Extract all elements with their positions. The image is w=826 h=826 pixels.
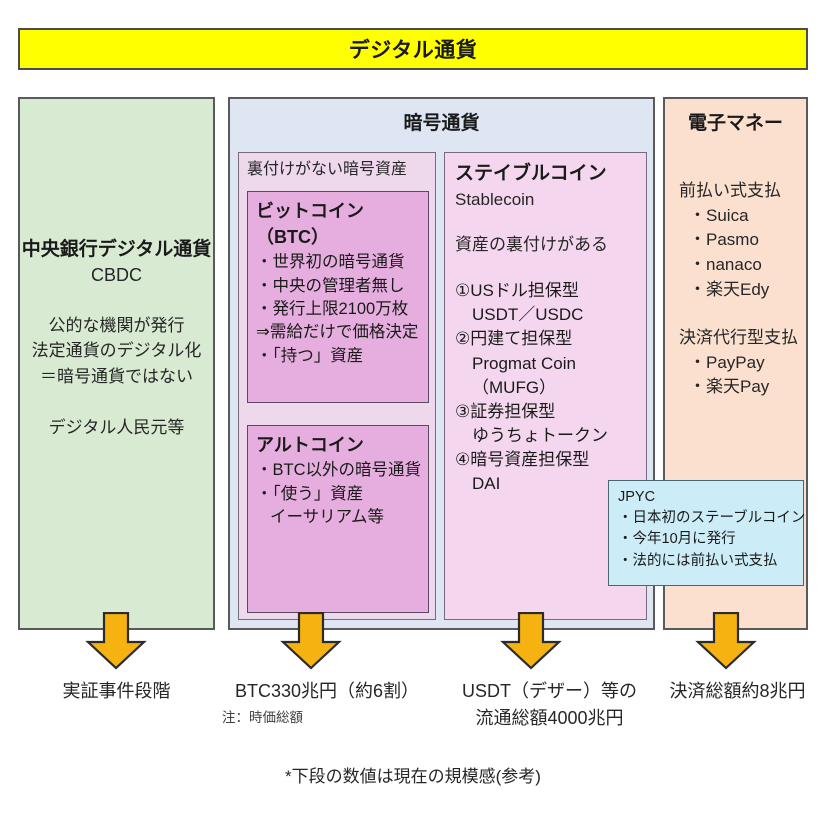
stablecoin-type: ①USドル担保型 <box>455 281 579 301</box>
cbdc-description-line: 法定通貨のデジタル化 <box>31 341 202 361</box>
bitcoin-bullet: ・世界初の暗号通貨 <box>256 253 405 272</box>
stablecoin-type-detail: DAI <box>472 474 501 494</box>
jpyc-bullet: ・法的には前払い式支払 <box>618 552 778 569</box>
caption-bitcoin-group: BTC330兆円（約6割） 注：時価総額 <box>222 678 432 728</box>
stablecoin-type-detail: （MUFG） <box>472 377 557 397</box>
box-altcoin: アルトコイン ・BTC以外の暗号通貨 ・「使う」資産 イーサリアム等 <box>247 425 429 613</box>
emoney-item: ・楽天Pay <box>689 377 770 397</box>
bitcoin-bullet: ・「持つ」資産 <box>256 346 364 365</box>
bitcoin-bullet: ⇒需給だけで価格決定 <box>256 323 419 342</box>
stablecoin-content: ステイブルコイン Stablecoin 資産の裏付けがある ①USドル担保型 U… <box>445 153 646 496</box>
bitcoin-bullet: ・発行上限2100万枚 <box>256 300 409 319</box>
cbdc-description: 公的な機関が発行 法定通貨のデジタル化 ＝暗号通貨ではない <box>20 313 213 390</box>
arrow-down-stablecoin <box>500 612 562 670</box>
caption-bitcoin: BTC330兆円（約6割） <box>234 681 420 701</box>
bitcoin-title: ビットコイン（BTC） <box>256 201 364 248</box>
emoney-item: ・PayPay <box>689 352 765 372</box>
arrow-down-cbdc <box>85 612 147 670</box>
stablecoin-type: ④暗号資産担保型 <box>455 450 590 470</box>
stablecoin-subtitle: Stablecoin <box>455 189 535 209</box>
stablecoin-type: ③証券担保型 <box>455 401 556 421</box>
emoney-header: 電子マネー <box>687 113 783 134</box>
caption-emoney: 決済総額約8兆円 <box>669 681 806 701</box>
caption-cbdc: 実証事件段階 <box>62 681 171 701</box>
stablecoin-title: ステイブルコイン <box>455 163 607 184</box>
stablecoin-type-detail: ゆうちょトークン <box>472 425 608 445</box>
stablecoin-type-list: ①USドル担保型 USDT／USDC ②円建て担保型 Progmat Coin … <box>455 279 646 496</box>
jpyc-title: JPYC <box>618 489 656 505</box>
altcoin-bullet: ・「使う」資産 <box>256 484 364 503</box>
callout-jpyc: JPYC ・日本初のステーブルコイン ・今年10月に発行 ・法的には前払い式支払 <box>608 480 806 586</box>
panel-stablecoin: ステイブルコイン Stablecoin 資産の裏付けがある ①USドル担保型 U… <box>444 152 647 620</box>
bitcoin-bullet: ・中央の管理者無し <box>256 276 405 295</box>
caption-stablecoin-line1: USDT（デザー）等の <box>462 681 637 701</box>
jpyc-bullet: ・今年10月に発行 <box>618 531 736 548</box>
caption-stablecoin-line2: 流通総額4000兆円 <box>475 708 624 728</box>
cbdc-description-line: 公的な機関が発行 <box>48 315 185 335</box>
panel-unbacked-assets: 裏付けがない暗号資産 ビットコイン（BTC） ・世界初の暗号通貨 ・中央の管理者… <box>238 152 436 620</box>
jpyc-bullet: ・日本初のステーブルコイン <box>618 510 806 527</box>
cbdc-content: 中央銀行デジタル通貨 CBDC 公的な機関が発行 法定通貨のデジタル化 ＝暗号通… <box>20 237 213 441</box>
altcoin-bullet: ・BTC以外の暗号通貨 <box>256 461 421 480</box>
cbdc-title: 中央銀行デジタル通貨 <box>21 239 212 260</box>
emoney-group-title: 決済代行型支払 <box>679 328 798 348</box>
emoney-item: ・Suica <box>689 205 749 225</box>
emoney-item: ・nanaco <box>689 254 762 274</box>
altcoin-example: イーサリアム等 <box>270 507 385 526</box>
emoney-group-title: 前払い式支払 <box>679 181 781 200</box>
unbacked-assets-label: 裏付けがない暗号資産 <box>247 161 408 178</box>
emoney-item: ・Pasmo <box>689 230 759 250</box>
cbdc-abbreviation: CBDC <box>90 264 142 285</box>
box-bitcoin: ビットコイン（BTC） ・世界初の暗号通貨 ・中央の管理者無し ・発行上限210… <box>247 191 429 403</box>
stablecoin-note: 資産の裏付けがある <box>455 235 608 255</box>
cbdc-example: デジタル人民元等 <box>48 418 185 438</box>
emoney-content: 前払い式支払 ・Suica ・Pasmo ・nanaco ・楽天Edy 決済代行… <box>665 135 806 400</box>
spacer <box>679 302 806 326</box>
diagram-title: デジタル通貨 <box>348 39 478 62</box>
cbdc-description-line: ＝暗号通貨ではない <box>40 366 193 386</box>
caption-bitcoin-note: 注：時価総額 <box>222 710 303 725</box>
stablecoin-type: ②円建て担保型 <box>455 329 573 349</box>
stablecoin-type-detail: USDT／USDC <box>472 305 584 325</box>
column-crypto: 暗号通貨 裏付けがない暗号資産 ビットコイン（BTC） ・世界初の暗号通貨 ・中… <box>228 97 655 630</box>
emoney-item: ・楽天Edy <box>689 279 770 299</box>
arrow-down-emoney <box>695 612 757 670</box>
stablecoin-type-detail: Progmat Coin <box>472 353 576 373</box>
column-cbdc: 中央銀行デジタル通貨 CBDC 公的な機関が発行 法定通貨のデジタル化 ＝暗号通… <box>18 97 215 630</box>
crypto-header: 暗号通貨 <box>403 113 480 134</box>
diagram-title-banner: デジタル通貨 <box>18 28 808 70</box>
altcoin-title: アルトコイン <box>256 435 364 455</box>
arrow-down-bitcoin <box>280 612 342 670</box>
caption-stablecoin-group: USDT（デザー）等の 流通総額4000兆円 <box>442 678 657 732</box>
diagram-footnote: *下段の数値は現在の規模感(参考) <box>285 767 541 786</box>
